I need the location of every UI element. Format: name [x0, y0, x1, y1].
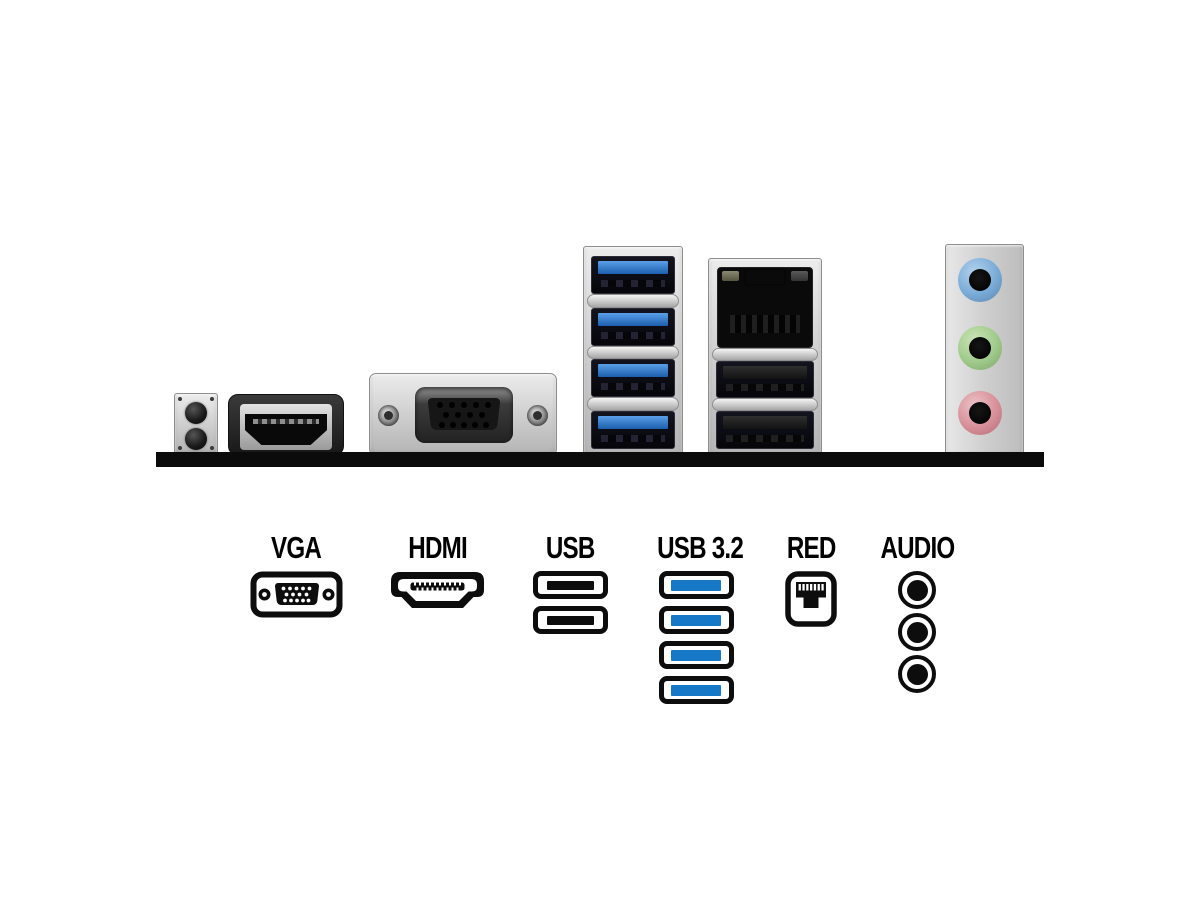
legend-group-red: RED	[761, 530, 861, 627]
lan-usb-photo	[708, 258, 822, 457]
rj45-pins	[730, 314, 800, 333]
audio-jack-pink	[958, 391, 1002, 435]
screw-icon	[210, 446, 214, 450]
usb3-port	[591, 256, 675, 295]
audio-jack-green	[958, 326, 1002, 370]
legend-group-usb: USB	[523, 530, 618, 634]
usb2-port	[716, 411, 814, 450]
usb3-port-icon	[658, 676, 734, 704]
usb-label: USB	[546, 530, 595, 565]
vga-label: VGA	[271, 530, 322, 565]
usb3-port-icon	[658, 606, 734, 634]
divider-ridge	[712, 347, 818, 361]
plate-hole	[185, 428, 207, 450]
divider-ridge	[587, 345, 679, 360]
plate-hole	[185, 402, 207, 424]
hdmi-connector-icon	[391, 572, 484, 608]
screw-post-icon	[527, 405, 548, 426]
lan-led-icon	[722, 271, 739, 281]
usb3-port-icon	[658, 571, 734, 599]
usb32-label: USB 3.2	[657, 530, 744, 565]
hdmi-face	[240, 404, 332, 450]
audio-jack-blue	[958, 258, 1002, 302]
usb3-port-icon	[658, 641, 734, 669]
screw-icon	[178, 446, 182, 450]
ethernet-port-icon	[785, 571, 837, 627]
usb3-port	[591, 410, 675, 449]
usb-port-icon	[533, 571, 608, 599]
legend-group-audio: AUDIO	[867, 530, 967, 693]
red-label: RED	[786, 530, 836, 565]
legend-group-vga: VGA	[234, 530, 359, 618]
divider-ridge	[587, 397, 679, 411]
vga-inset	[415, 387, 513, 443]
legend-group-usb32: USB 3.2	[645, 530, 747, 704]
ethernet-port	[717, 267, 813, 348]
lan-led-icon	[791, 271, 808, 281]
usb-port-icon	[533, 606, 608, 634]
rj45-clip	[746, 270, 784, 284]
panel-base-bar	[156, 452, 1044, 467]
divider-ridge	[712, 398, 818, 412]
vga-port-photo	[369, 373, 557, 456]
vga-dsub-face	[427, 397, 501, 431]
legend-group-hdmi: HDMI	[375, 530, 500, 612]
audio-jack-icon	[898, 571, 936, 609]
hdmi-label: HDMI	[408, 530, 467, 565]
screw-icon	[210, 397, 214, 401]
usb2-port	[716, 360, 814, 399]
audio-jack-icon	[898, 613, 936, 651]
usb3-port	[591, 359, 675, 398]
screw-post-icon	[378, 405, 399, 426]
usb3-stack-photo	[583, 246, 683, 457]
hdmi-slot	[245, 414, 327, 445]
audio-stack-photo	[945, 244, 1024, 457]
hdmi-port-photo	[228, 394, 344, 456]
audio-label: AUDIO	[879, 530, 955, 565]
screw-icon	[178, 397, 182, 401]
vga-connector-icon	[250, 571, 343, 618]
hdmi-pins	[253, 419, 319, 424]
divider-ridge	[587, 294, 679, 308]
audio-jack-icon	[898, 655, 936, 693]
mounting-plate	[174, 393, 218, 455]
usb3-port	[591, 307, 675, 346]
